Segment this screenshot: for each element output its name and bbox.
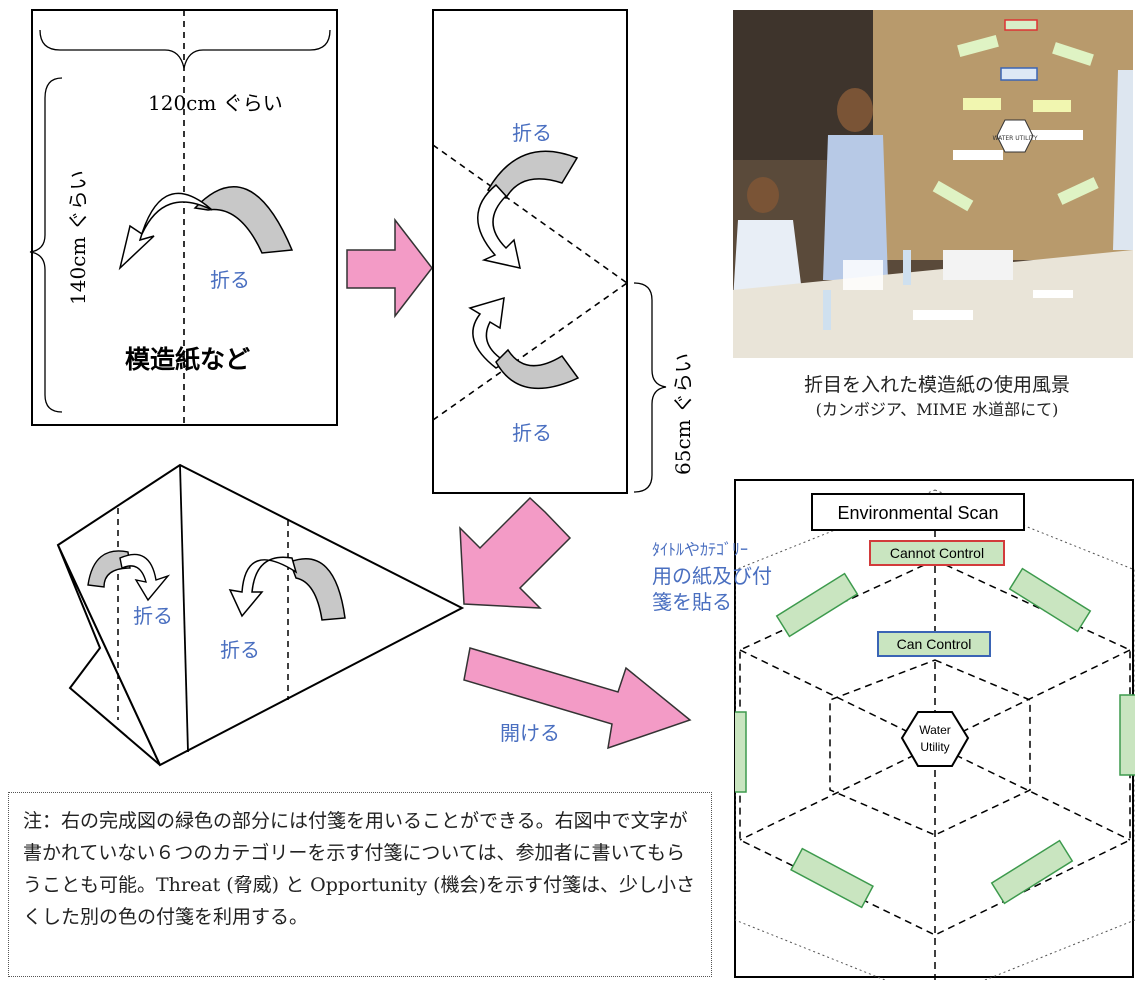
fold-arrow-white-left — [119, 553, 171, 602]
note-box: 注：右の完成図の緑色の部分には付箋を用いることができる。右図中で文字が書かれてい… — [8, 792, 712, 977]
step-arrow-open — [463, 647, 692, 750]
sticky-note-bottom-left — [790, 847, 874, 909]
can-control-box — [877, 631, 991, 657]
step-arrow-right-1 — [346, 217, 433, 319]
paper-name-label: 模造紙など — [125, 345, 250, 374]
title-box — [811, 493, 1025, 531]
can-control-label: Can Control — [897, 636, 972, 652]
side-note-line3: 箋を貼る — [652, 590, 732, 614]
triangle-center-line — [179, 464, 189, 753]
fold-arrow-white-upper — [477, 183, 521, 269]
sticky-note-left — [735, 711, 747, 793]
fold-label-1: 折る — [210, 268, 250, 292]
fold-arrow-gray-lower — [495, 348, 580, 390]
water-utility-hex — [900, 711, 970, 767]
triangle-sheet — [56, 463, 465, 767]
cannot-control-label: Cannot Control — [890, 545, 984, 561]
diag-fold-top — [432, 144, 628, 284]
person-seated — [733, 220, 803, 300]
step-arrow-down-left — [459, 496, 572, 609]
fold-arrow-white — [118, 192, 213, 271]
panel-3-folded-triangle: 折る 折る — [56, 463, 465, 767]
width-brace — [39, 29, 331, 69]
water-utility-line2: Utility — [920, 740, 949, 754]
layout-title: Environmental Scan — [837, 503, 998, 523]
water-utility-line1: Water — [919, 723, 951, 737]
height-label: 140cm ぐらい — [66, 170, 90, 305]
fold-arrow-gray — [193, 186, 294, 254]
width-label: 120cm ぐらい — [148, 91, 283, 115]
photo-center-label: WATER UTILITY — [992, 135, 1037, 142]
sticky-note-top-left — [775, 572, 859, 638]
fold-label-2-bottom: 折る — [512, 421, 552, 445]
table — [733, 250, 1133, 358]
fold-label-3-left: 折る — [133, 604, 173, 628]
environmental-scan-layout: Environmental Scan Cannot Control Can Co… — [652, 479, 1135, 980]
fold-arrow-white-lower — [468, 296, 508, 369]
side-note-line1: ﾀｲﾄﾙやｶﾃｺﾞﾘｰ — [652, 540, 748, 559]
cannot-control-box — [869, 540, 1005, 566]
fold-arrow-gray-right — [289, 558, 346, 621]
fold-label-3-right: 折る — [220, 638, 260, 662]
photo-caption-line2: (カンボジア、MIME 水道部にて) — [815, 400, 1059, 419]
photo-caption: 折目を入れた模造紙の使用風景 (カンボジア、MIME 水道部にて) — [742, 372, 1132, 422]
photo-caption-line1: 折目を入れた模造紙の使用風景 — [803, 374, 1070, 396]
fold-arrow-white-right — [228, 556, 298, 618]
fold-label-2-top: 折る — [512, 121, 552, 145]
panel-1-full-paper: 120cm ぐらい 140cm ぐらい 折る 模造紙など — [29, 9, 338, 426]
side-note-line2: 用の紙及び付 — [652, 564, 772, 588]
panel-2-folded-half: 折る 折る 65cm ぐらい — [432, 9, 695, 494]
workshop-photo: WATER UTILITY — [733, 10, 1133, 358]
sticky-note-bottom-right — [990, 839, 1074, 905]
length-brace — [633, 282, 667, 493]
sticky-note-top-right — [1008, 567, 1092, 633]
person-standing — [823, 135, 888, 280]
length-label: 65cm ぐらい — [671, 353, 695, 475]
sticky-note-right — [1119, 694, 1135, 776]
height-brace — [29, 77, 63, 413]
open-label: 開ける — [500, 721, 560, 745]
fold-arrow-gray-upper — [486, 150, 579, 199]
half-paper-rect — [432, 9, 628, 494]
